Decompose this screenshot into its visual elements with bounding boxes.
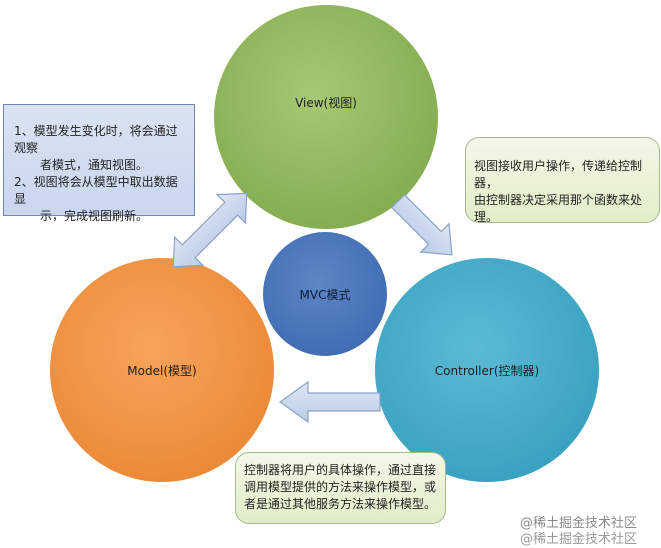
note-line: 由控制器决定采用那个函数来处理。 bbox=[474, 193, 643, 224]
view-label: View(视图) bbox=[295, 96, 357, 110]
watermark-line-2: @稀土掘金技术社区 bbox=[520, 532, 638, 547]
view-controller-note: 视图接收用户操作，传递给控制器， 由控制器决定采用那个函数来处理。 bbox=[465, 137, 660, 224]
note-line: 调用模型提供的方法来操作模型，或 bbox=[244, 480, 437, 494]
note-line: 1、模型发生变化时，将会通过观察 bbox=[14, 124, 178, 155]
center-label: MVC模式 bbox=[299, 288, 351, 302]
note-line: 示，完成视图刷新。 bbox=[40, 209, 149, 223]
controller-to-model-arrow bbox=[278, 380, 381, 424]
view-to-controller-arrow bbox=[390, 193, 453, 256]
note-line: 2、视图将会从模型中取出数据显 bbox=[14, 175, 178, 206]
model-label: Model(模型) bbox=[127, 364, 197, 378]
view-circle bbox=[214, 5, 438, 229]
note-line: 视图接收用户操作，传递给控制器， bbox=[474, 159, 643, 190]
note-line: 者模式，通知视图。 bbox=[40, 158, 149, 172]
controller-model-note: 控制器将用户的具体操作，通过直接 调用模型提供的方法来操作模型，或 者是通过其他… bbox=[235, 452, 446, 524]
note-line: 控制器将用户的具体操作，通过直接 bbox=[244, 463, 437, 477]
model-view-note: 1、模型发生变化时，将会通过观察 者模式，通知视图。 2、视图将会从模型中取出数… bbox=[3, 104, 195, 223]
note-line: 者是通过其他服务方法来操作模型。 bbox=[244, 497, 437, 511]
controller-circle bbox=[375, 258, 599, 482]
controller-label: Controller(控制器) bbox=[434, 364, 540, 378]
center-circle bbox=[263, 232, 387, 356]
model-view-double-arrow bbox=[172, 192, 248, 268]
model-circle bbox=[50, 258, 274, 482]
watermark-line-1: @稀土掘金技术社区 bbox=[520, 516, 638, 531]
